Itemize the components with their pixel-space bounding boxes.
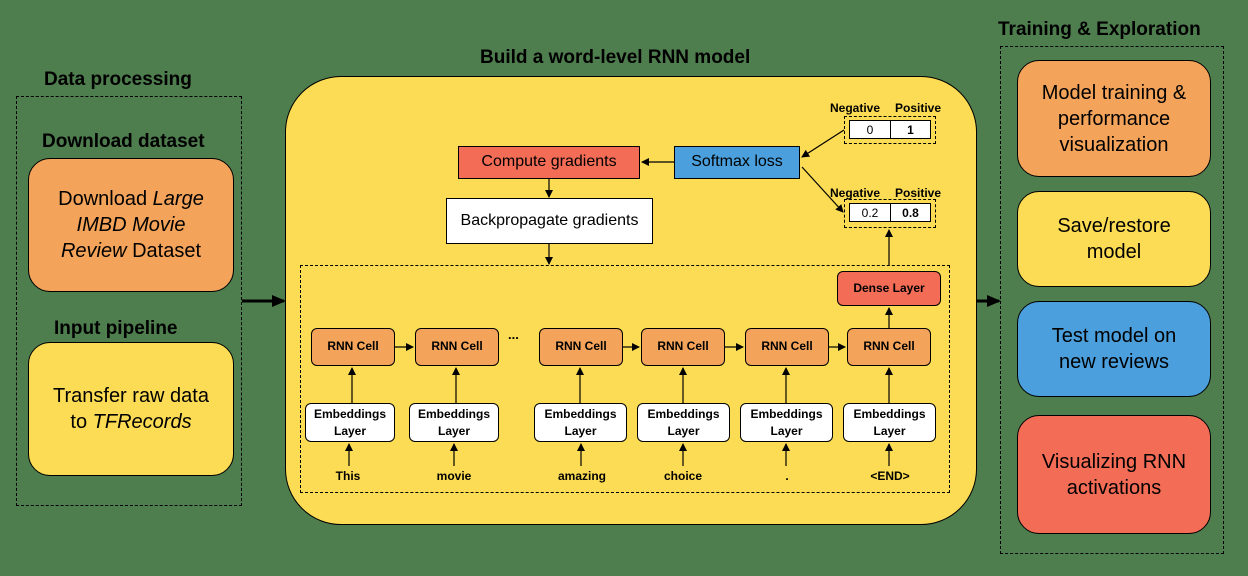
input-word-4: choice bbox=[663, 469, 702, 483]
download-dataset-box[interactable]: Download Large IMBD Movie Review Dataset bbox=[28, 158, 234, 292]
embeddings-layer-3[interactable]: Embeddings Layer bbox=[534, 403, 627, 442]
embeddings-layer-2[interactable]: Embeddings Layer bbox=[409, 403, 499, 442]
positive-value-top: 1 bbox=[890, 120, 931, 139]
model-title: Build a word-level RNN model bbox=[480, 47, 751, 68]
download-dataset-text: Download Large IMBD Movie Review Dataset bbox=[43, 186, 219, 264]
positive-label-top: Positive bbox=[895, 101, 942, 115]
embeddings-layer-6[interactable]: Embeddings Layer bbox=[843, 403, 936, 442]
rnn-cell-6[interactable]: RNN Cell bbox=[847, 328, 931, 366]
rnn-cell-1[interactable]: RNN Cell bbox=[311, 328, 395, 366]
positive-label-bottom: Positive bbox=[895, 186, 942, 200]
rnn-cell-2[interactable]: RNN Cell bbox=[415, 328, 499, 366]
output-top-frame bbox=[844, 116, 936, 144]
save-restore-model-box[interactable]: Save/restore model bbox=[1017, 191, 1211, 287]
download-text-post: Dataset bbox=[126, 240, 202, 262]
rnn-cell-5[interactable]: RNN Cell bbox=[745, 328, 829, 366]
compute-gradients-box[interactable]: Compute gradients bbox=[458, 146, 640, 179]
visualizing-rnn-box[interactable]: Visualizing RNN activations bbox=[1017, 415, 1211, 534]
data-processing-title: Data processing bbox=[44, 69, 192, 90]
negative-value-top: 0 bbox=[849, 120, 891, 139]
embeddings-layer-5[interactable]: Embeddings Layer bbox=[740, 403, 833, 442]
embeddings-layer-1[interactable]: Embeddings Layer bbox=[305, 403, 395, 442]
input-word-2: movie bbox=[436, 469, 472, 483]
download-text-pre: Download bbox=[58, 188, 153, 210]
negative-label-bottom: Negative bbox=[830, 186, 881, 200]
rnn-unrolled-frame bbox=[300, 265, 950, 493]
transfer-raw-data-text: Transfer raw data to TFRecords bbox=[43, 383, 219, 435]
rnn-cell-3[interactable]: RNN Cell bbox=[539, 328, 623, 366]
embeddings-layer-4[interactable]: Embeddings Layer bbox=[637, 403, 730, 442]
input-word-5: . bbox=[785, 469, 789, 483]
input-word-1: This bbox=[335, 469, 361, 483]
output-bottom-frame bbox=[844, 199, 936, 228]
input-word-3: amazing bbox=[557, 469, 606, 483]
backpropagate-gradients-box[interactable]: Backpropagate gradients bbox=[446, 198, 653, 244]
transfer-text-italic: TFRecords bbox=[92, 411, 192, 433]
dense-layer-box[interactable]: Dense Layer bbox=[837, 271, 941, 306]
softmax-loss-box[interactable]: Softmax loss bbox=[674, 146, 800, 179]
model-training-box[interactable]: Model training & performance visualizati… bbox=[1017, 60, 1211, 177]
transfer-raw-data-box[interactable]: Transfer raw data to TFRecords bbox=[28, 342, 234, 476]
positive-value-bottom: 0.8 bbox=[890, 203, 931, 222]
negative-label-top: Negative bbox=[830, 101, 881, 115]
input-word-6: <END> bbox=[870, 469, 910, 483]
negative-value-bottom: 0.2 bbox=[849, 203, 891, 222]
rnn-cell-4[interactable]: RNN Cell bbox=[641, 328, 725, 366]
transfer-text-pre: Transfer raw data to bbox=[53, 385, 209, 433]
download-text-italic: Large IMBD Movie Review bbox=[60, 188, 204, 262]
download-dataset-title: Download dataset bbox=[42, 131, 205, 152]
test-model-box[interactable]: Test model on new reviews bbox=[1017, 301, 1211, 397]
rnn-ellipsis: ... bbox=[508, 327, 519, 342]
training-title: Training & Exploration bbox=[998, 19, 1201, 40]
data-processing-panel bbox=[16, 96, 242, 506]
input-pipeline-title: Input pipeline bbox=[54, 318, 178, 339]
